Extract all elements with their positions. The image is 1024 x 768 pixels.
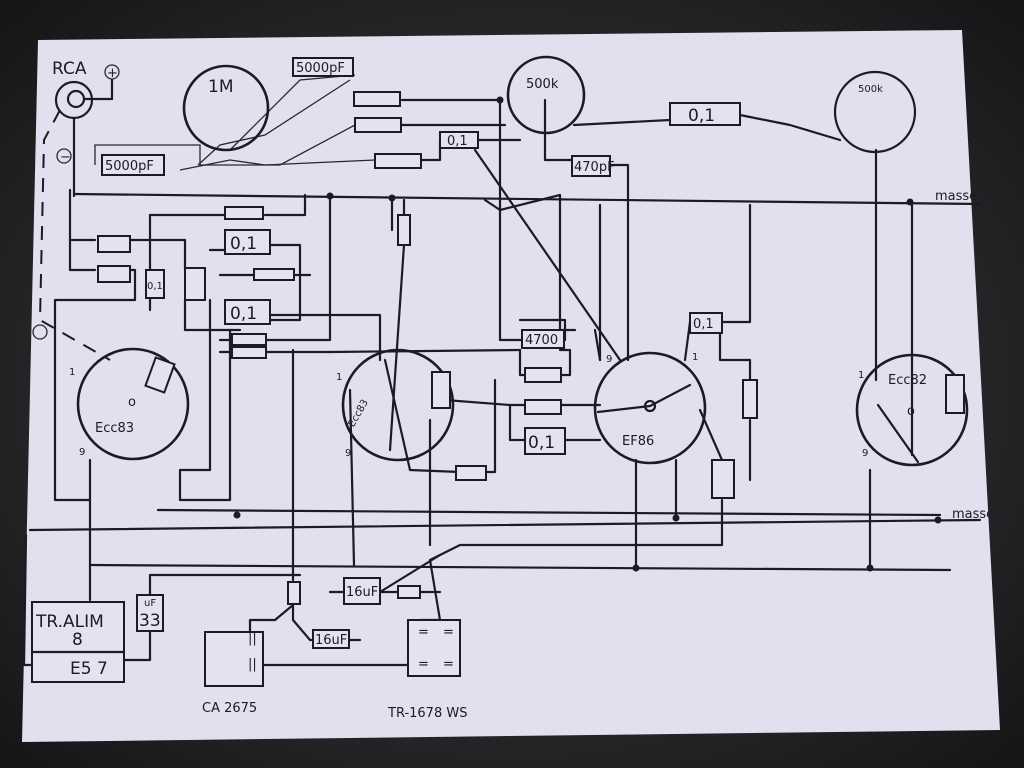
pin-label: 9 (606, 354, 612, 365)
pin-label: 9 (862, 448, 868, 459)
cap-label: 0,1 (528, 433, 555, 453)
pin-label: 1 (336, 372, 342, 383)
cap-label: 470pF (574, 160, 615, 175)
pin-label: 9 (79, 447, 85, 458)
svg-text:=: = (418, 625, 429, 640)
pot-value-label: 500k (526, 77, 559, 92)
tube-ecc82: Ecc82 1 9 o (855, 353, 969, 467)
cap-label: 16uF (346, 585, 378, 600)
cap-label: 4700 (525, 333, 558, 348)
pot-value-label: 500k (858, 84, 883, 95)
transformer-number: 8 (72, 630, 83, 650)
capacitor-0-1: 0,1 (224, 229, 271, 255)
svg-text:||: || (248, 657, 257, 672)
tube-ecc83-1: Ecc83 1 9 o (69, 347, 190, 461)
plus-label: + (107, 66, 118, 81)
chip-label: CA 2675 (202, 701, 257, 716)
pot-value-label: 1M (208, 77, 233, 97)
capacitor-0-1-small: 0,1 (145, 269, 165, 299)
wiring (22, 74, 982, 667)
output-transformer: = = = = TR-1678 WS (387, 619, 467, 721)
svg-text:||: || (248, 631, 257, 646)
svg-text:o: o (128, 395, 136, 410)
cap-label: 16uF (315, 633, 347, 648)
cap-label: 0,1 (447, 134, 468, 149)
potentiometer-500k-a: 500k (506, 55, 586, 135)
capacitor-4700: 4700 (521, 329, 565, 349)
resistors (97, 91, 758, 605)
capacitor-0-1: 0,1 (439, 131, 479, 149)
pin-label: 1 (858, 370, 864, 381)
potentiometer-500k-b: 500k (833, 70, 917, 154)
tube-label: EF86 (622, 434, 654, 449)
svg-text:=: = (418, 657, 429, 672)
pin-label: 1 (692, 352, 698, 363)
minus-label: − (60, 150, 71, 165)
capacitor-16uf-a: 16uF (343, 577, 381, 605)
capacitor-0-1: 0,1 (224, 299, 271, 325)
tube-label: Ecc83 (95, 421, 134, 436)
pin-label: 1 (69, 367, 75, 378)
capacitor-33uf: uF 33 (136, 594, 164, 632)
capacitor-470pf: 470pF (571, 155, 615, 177)
output-transformer-label: TR-1678 WS (387, 706, 467, 721)
cap-label: 0,1 (688, 106, 715, 126)
cap-unit-label: uF (144, 598, 156, 609)
transformer-title: TR.ALIM (35, 612, 104, 632)
ground-label: masse (935, 189, 977, 204)
svg-text:=: = (443, 657, 454, 672)
rca-label: RCA (52, 59, 87, 79)
cap-label: 5000pF (105, 159, 154, 174)
cap-label: 5000pF (296, 61, 345, 76)
cap-label: 0,1 (147, 281, 163, 292)
capacitor-0-1: 0,1 (524, 427, 566, 455)
capacitor-16uf-b: 16uF (312, 629, 350, 649)
capacitor-0-1: 0,1 (689, 312, 723, 334)
capacitor-0-1: 0,1 (669, 102, 741, 126)
rca-connector: RCA + − (32, 59, 120, 361)
tube-ef86: EF86 9 1 (593, 351, 707, 465)
potentiometer-1m: 1M (182, 64, 270, 152)
chip-ca2675: || || CA 2675 (202, 631, 264, 716)
tube-label: Ecc82 (888, 373, 927, 388)
svg-text:o: o (907, 404, 915, 419)
svg-text:=: = (443, 625, 454, 640)
cap-label: 0,1 (693, 317, 714, 332)
capacitor-5000pf-top: 5000pF (292, 57, 354, 77)
cap-label: 0,1 (230, 234, 257, 254)
power-transformer: TR.ALIM 8 E5 7 (30, 601, 126, 683)
ground-label: masse (952, 507, 994, 522)
paper-sheet (22, 30, 1000, 742)
cap-label: 33 (139, 611, 161, 631)
capacitor-5000pf-left: 5000pF (101, 154, 165, 176)
rectifier-label: E5 7 (70, 659, 108, 679)
pin-label: 9 (345, 448, 351, 459)
cap-label: 0,1 (230, 304, 257, 324)
